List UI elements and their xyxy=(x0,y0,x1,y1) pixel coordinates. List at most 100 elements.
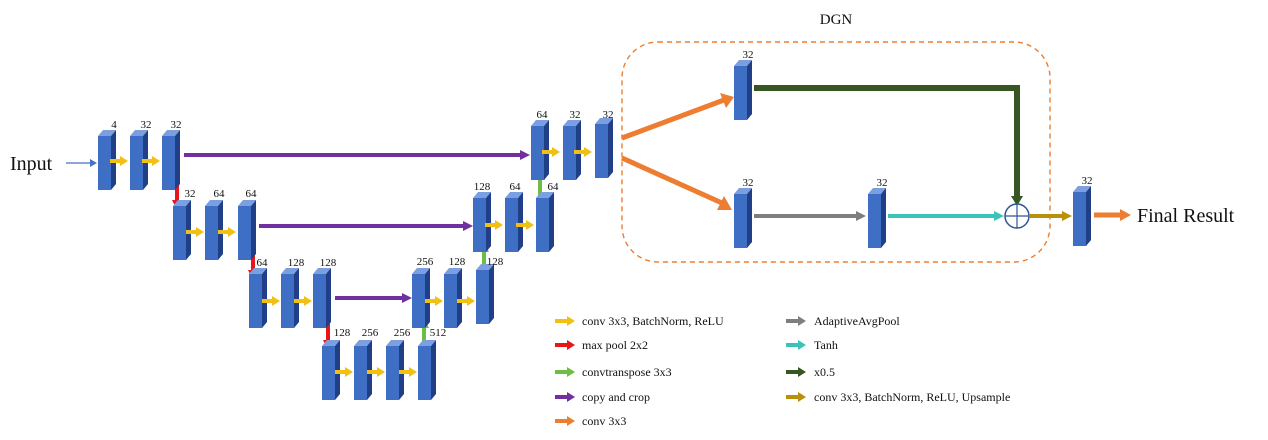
block-label: 32 xyxy=(141,119,152,131)
tanh-arrow xyxy=(888,211,1004,221)
block-label: 64 xyxy=(214,188,226,200)
input-label: Input xyxy=(10,153,53,175)
block-label: 128 xyxy=(487,256,504,268)
copy-crop-arrow-level2 xyxy=(259,221,473,231)
svg-text:conv 3x3: conv 3x3 xyxy=(582,414,626,428)
conv-bn-relu-arrow xyxy=(425,296,443,306)
block-label: 32 xyxy=(743,49,754,61)
sum-node xyxy=(1004,203,1030,229)
block-label: 64 xyxy=(510,181,522,193)
block-label: 64 xyxy=(548,181,560,193)
svg-text:convtranspose 3x3: convtranspose 3x3 xyxy=(582,365,672,379)
legend-item-maxpool: max pool 2x2 xyxy=(555,338,648,352)
conv-bn-relu-arrow xyxy=(516,220,534,230)
svg-text:max pool 2x2: max pool 2x2 xyxy=(582,338,648,352)
decoder-level2-blocks xyxy=(473,192,554,252)
block-label: 128 xyxy=(474,181,491,193)
feature-block xyxy=(249,268,267,328)
conv-bn-relu-arrow xyxy=(110,156,128,166)
block-label: 32 xyxy=(1082,175,1093,187)
feature-block xyxy=(505,192,523,252)
copy-crop-arrow-level3 xyxy=(335,293,412,303)
conv-bn-relu-arrow xyxy=(335,367,353,377)
legend-item-copy-crop: copy and crop xyxy=(555,390,650,404)
conv-bn-relu-arrow xyxy=(485,220,503,230)
feature-block xyxy=(313,268,331,328)
feature-block xyxy=(536,192,554,252)
feature-block xyxy=(868,188,886,248)
conv-bn-relu-arrow xyxy=(218,227,236,237)
upsample-arrow xyxy=(1030,211,1072,221)
final-result-label: Final Result xyxy=(1137,205,1235,227)
block-label: 32 xyxy=(743,177,754,189)
legend-item-convtranspose: convtranspose 3x3 xyxy=(555,365,672,379)
block-label: 128 xyxy=(449,256,466,268)
block-label: 128 xyxy=(288,257,305,269)
legend-item-x05: x0.5 xyxy=(786,365,835,379)
conv-bn-relu-arrow xyxy=(367,367,385,377)
feature-block xyxy=(238,200,256,260)
conv-bn-relu-arrow xyxy=(574,147,592,157)
decoder-level3-blocks xyxy=(412,264,494,328)
block-label: 256 xyxy=(362,327,379,339)
conv-bn-relu-arrows xyxy=(110,147,592,377)
block-label: 64 xyxy=(257,257,269,269)
feature-block xyxy=(476,264,494,324)
legend-item-conv3x3: conv 3x3 xyxy=(555,414,626,428)
final-conv3x3-arrow xyxy=(1094,209,1131,221)
block-label: 32 xyxy=(603,109,614,121)
feature-block xyxy=(418,340,436,400)
feature-block xyxy=(595,118,613,178)
block-label: 32 xyxy=(171,119,182,131)
svg-text:Tanh: Tanh xyxy=(814,338,838,352)
feature-block xyxy=(162,130,180,190)
conv-bn-relu-arrow xyxy=(142,156,160,166)
feature-block xyxy=(412,268,430,328)
conv3x3-arrow-lower xyxy=(620,155,732,210)
dgn-dashed-box xyxy=(621,41,1051,263)
svg-text:AdaptiveAvgPool: AdaptiveAvgPool xyxy=(814,314,900,328)
legend-item-conv-bn-relu: conv 3x3, BatchNorm, ReLU xyxy=(555,314,724,328)
conv-bn-relu-arrow xyxy=(186,227,204,237)
feature-block xyxy=(281,268,299,328)
encoder-level3-blocks xyxy=(249,268,331,328)
decoder-level1-blocks xyxy=(531,118,613,180)
block-label: 256 xyxy=(417,256,434,268)
svg-text:conv 3x3, BatchNorm, ReLU, Ups: conv 3x3, BatchNorm, ReLU, Upsample xyxy=(814,390,1010,404)
svg-text:conv 3x3, BatchNorm, ReLU: conv 3x3, BatchNorm, ReLU xyxy=(582,314,724,328)
feature-block xyxy=(734,188,752,248)
block-label: 512 xyxy=(430,327,447,339)
conv-bn-relu-arrow xyxy=(457,296,475,306)
block-label: 32 xyxy=(877,177,888,189)
x05-path-arrow xyxy=(754,85,1023,206)
block-label: 128 xyxy=(334,327,351,339)
legend-item-tanh: Tanh xyxy=(786,338,838,352)
feature-block xyxy=(1073,186,1091,246)
block-label: 64 xyxy=(537,109,549,121)
encoder-level2-blocks xyxy=(173,200,256,260)
conv3x3-arrow-upper xyxy=(621,93,734,141)
feature-block xyxy=(734,60,752,120)
block-label: 4 xyxy=(111,119,117,131)
block-label: 128 xyxy=(320,257,337,269)
dgn-title: DGN xyxy=(820,12,853,28)
svg-text:copy and crop: copy and crop xyxy=(582,390,650,404)
legend-item-upsample: conv 3x3, BatchNorm, ReLU, Upsample xyxy=(786,390,1010,404)
block-labels: 4 32 32 32 64 64 64 128 128 128 256 256 … xyxy=(111,49,1092,339)
avgpool-arrow xyxy=(754,211,866,221)
legend: conv 3x3, BatchNorm, ReLU max pool 2x2 c… xyxy=(555,314,1010,428)
legend-item-avgpool: AdaptiveAvgPool xyxy=(786,314,900,328)
block-label: 256 xyxy=(394,327,411,339)
block-label: 32 xyxy=(570,109,581,121)
feature-block xyxy=(473,192,491,252)
block-label: 64 xyxy=(246,188,258,200)
conv-bn-relu-arrow xyxy=(542,147,560,157)
svg-text:x0.5: x0.5 xyxy=(814,365,835,379)
feature-block xyxy=(444,268,462,328)
block-label: 32 xyxy=(185,188,196,200)
conv-bn-relu-arrow xyxy=(399,367,417,377)
copy-crop-arrow-level1 xyxy=(184,150,530,160)
conv-bn-relu-arrow xyxy=(294,296,312,306)
input-arrow xyxy=(66,159,97,167)
